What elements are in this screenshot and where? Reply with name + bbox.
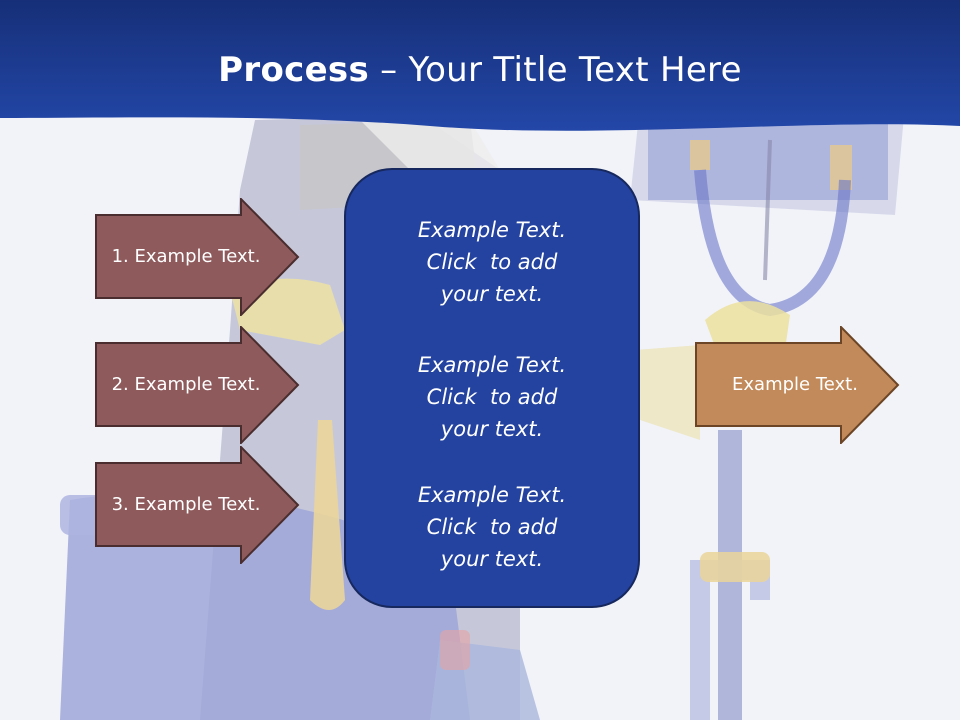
paragraph-line: your text. bbox=[440, 547, 544, 571]
step-label-1: 1. Example Text. bbox=[111, 246, 261, 267]
step-arrow-1[interactable]: 1. Example Text. bbox=[95, 198, 300, 316]
step-label-2: 2. Example Text. bbox=[111, 374, 261, 395]
center-paragraph-1[interactable]: Example Text. Click to add your text. bbox=[346, 214, 638, 310]
step-label-3: 3. Example Text. bbox=[111, 494, 261, 515]
center-paragraph-3[interactable]: Example Text. Click to add your text. bbox=[346, 479, 638, 575]
arrow-right-icon bbox=[95, 326, 300, 444]
title-rest: – Your Title Text Here bbox=[369, 50, 742, 90]
center-paragraph-2[interactable]: Example Text. Click to add your text. bbox=[346, 349, 638, 445]
paragraph-line: Click to add bbox=[426, 385, 558, 409]
arrow-right-icon bbox=[695, 326, 900, 444]
paragraph-line: Example Text. bbox=[417, 483, 567, 507]
center-text-box[interactable]: Example Text. Click to add your text. Ex… bbox=[344, 168, 640, 608]
step-arrow-2[interactable]: 2. Example Text. bbox=[95, 326, 300, 444]
result-arrow[interactable]: Example Text. bbox=[695, 326, 900, 444]
paragraph-line: Click to add bbox=[426, 515, 558, 539]
step-arrow-3[interactable]: 3. Example Text. bbox=[95, 446, 300, 564]
title-bold: Process bbox=[218, 50, 370, 90]
result-arrow-label: Example Text. bbox=[732, 374, 858, 395]
paragraph-line: Click to add bbox=[426, 250, 558, 274]
arrow-right-icon bbox=[95, 446, 300, 564]
paragraph-line: your text. bbox=[440, 417, 544, 441]
paragraph-line: Example Text. bbox=[417, 353, 567, 377]
page-title: Process – Your Title Text Here bbox=[0, 50, 960, 90]
arrow-right-icon bbox=[95, 198, 300, 316]
paragraph-line: your text. bbox=[440, 282, 544, 306]
paragraph-line: Example Text. bbox=[417, 218, 567, 242]
